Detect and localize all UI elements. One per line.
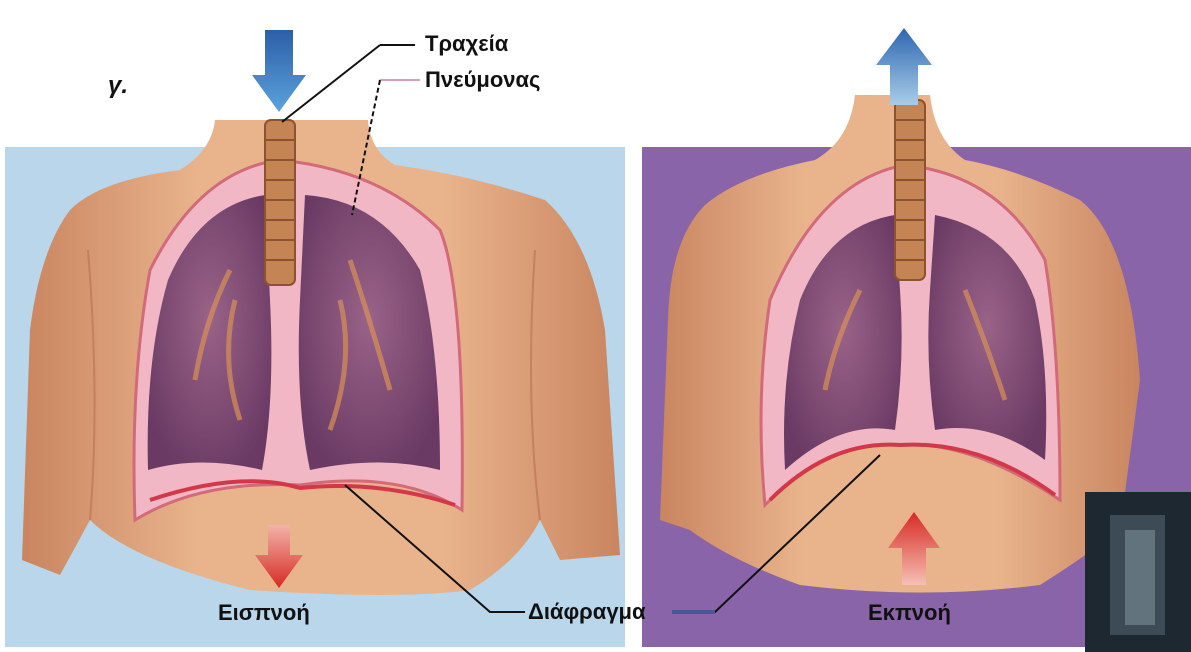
air-in-arrow-icon xyxy=(252,30,306,112)
diaphragm-label: Διάφραγμα xyxy=(528,599,646,625)
corner-photo xyxy=(1085,492,1191,652)
air-out-arrow-icon xyxy=(876,28,932,105)
trachea-label: Τραχεία xyxy=(425,31,508,57)
panel-letter: γ. xyxy=(108,72,128,100)
exhalation-label: Εκπνοή xyxy=(868,600,951,626)
lung-label: Πνεύμονας xyxy=(425,67,540,93)
inhalation-label: Εισπνοή xyxy=(218,600,310,626)
